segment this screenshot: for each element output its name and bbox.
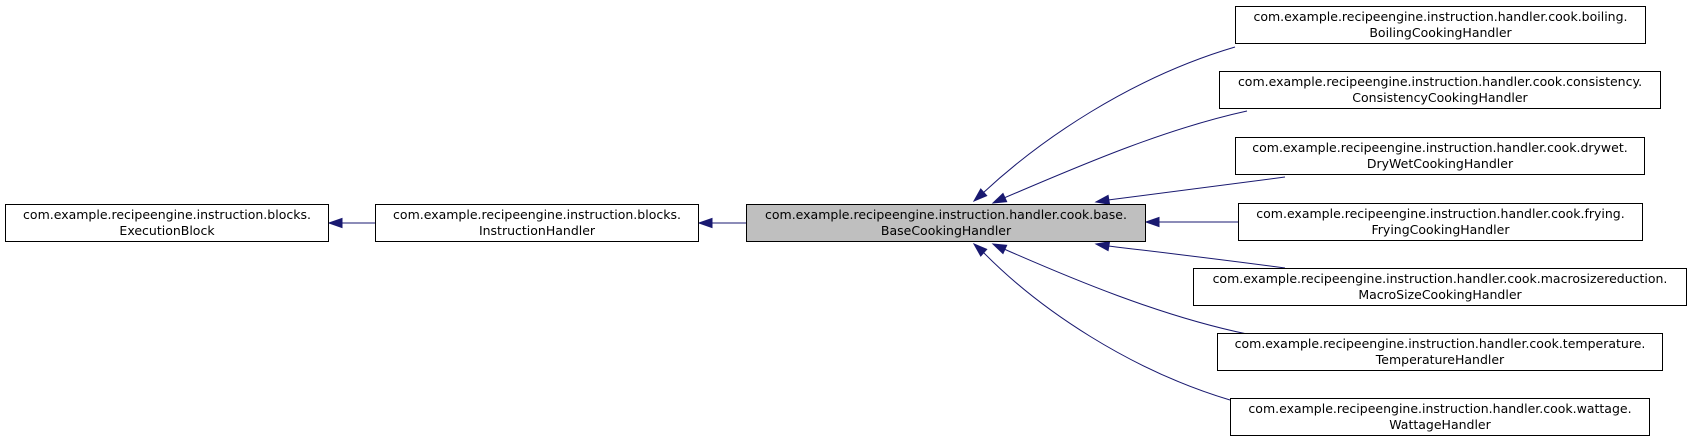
node-base-cooking-handler: com.example.recipeengine.instruction.han…: [746, 204, 1146, 242]
edge-arrowhead: [1094, 241, 1111, 252]
node-class-label: FryingCookingHandler: [1371, 222, 1510, 237]
edge-boiling-cooking-handler-to-base-cooking-handler: [972, 46, 1236, 203]
edge-arrowhead: [1144, 216, 1160, 228]
edge-macrosize-cooking-handler-to-base-cooking-handler: [1094, 241, 1286, 269]
edges: [327, 46, 1286, 401]
node-package-label: com.example.recipeengine.instruction.han…: [1237, 74, 1643, 89]
edge-arrowhead: [972, 242, 988, 257]
node-boiling-cooking-handler[interactable]: com.example.recipeengine.instruction.han…: [1235, 6, 1646, 44]
edge-arrowhead: [327, 217, 343, 229]
node-class-label: TemperatureHandler: [1375, 352, 1505, 367]
edge-line: [1003, 110, 1248, 199]
edge-arrowhead: [972, 188, 988, 203]
node-package-label: com.example.recipeengine.instruction.han…: [1256, 206, 1625, 221]
edge-arrowhead: [1094, 194, 1111, 205]
node-class-label: InstructionHandler: [478, 223, 596, 238]
node-consistency-cooking-handler[interactable]: com.example.recipeengine.instruction.han…: [1219, 71, 1661, 109]
edge-line: [1107, 176, 1286, 201]
node-package-label: com.example.recipeengine.instruction.blo…: [393, 207, 681, 222]
node-package-label: com.example.recipeengine.instruction.han…: [1253, 9, 1628, 24]
edge-instruction-handler-to-execution-block: [327, 217, 375, 229]
node-instruction-handler[interactable]: com.example.recipeengine.instruction.blo…: [375, 204, 699, 242]
edge-drywet-cooking-handler-to-base-cooking-handler: [1094, 176, 1286, 205]
node-package-label: com.example.recipeengine.instruction.han…: [1212, 271, 1668, 286]
node-class-label: BaseCookingHandler: [880, 223, 1012, 238]
node-wattage-handler[interactable]: com.example.recipeengine.instruction.han…: [1230, 398, 1650, 436]
node-package-label: com.example.recipeengine.instruction.han…: [1248, 401, 1632, 416]
edge-line: [982, 46, 1236, 194]
node-class-label: ExecutionBlock: [119, 223, 215, 238]
node-class-label: MacroSizeCookingHandler: [1358, 287, 1522, 302]
node-frying-cooking-handler[interactable]: com.example.recipeengine.instruction.han…: [1238, 203, 1643, 241]
node-class-label: DryWetCookingHandler: [1366, 156, 1514, 171]
edge-frying-cooking-handler-to-base-cooking-handler: [1144, 216, 1238, 228]
edge-consistency-cooking-handler-to-base-cooking-handler: [991, 110, 1248, 204]
node-class-label: BoilingCookingHandler: [1369, 25, 1512, 40]
node-temperature-handler[interactable]: com.example.recipeengine.instruction.han…: [1217, 333, 1663, 371]
node-package-label: com.example.recipeengine.instruction.han…: [765, 207, 1127, 222]
edge-base-cooking-handler-to-instruction-handler: [697, 217, 746, 229]
node-drywet-cooking-handler[interactable]: com.example.recipeengine.instruction.han…: [1235, 137, 1645, 175]
node-package-label: com.example.recipeengine.instruction.blo…: [23, 207, 311, 222]
node-package-label: com.example.recipeengine.instruction.han…: [1234, 336, 1646, 351]
edge-arrowhead: [991, 243, 1008, 255]
edge-arrowhead: [697, 217, 713, 229]
node-class-label: ConsistencyCookingHandler: [1352, 90, 1528, 105]
edge-line: [1107, 245, 1286, 269]
node-macrosize-cooking-handler[interactable]: com.example.recipeengine.instruction.han…: [1193, 268, 1687, 306]
node-class-label: WattageHandler: [1389, 417, 1491, 432]
edge-temperature-handler-to-base-cooking-handler: [991, 243, 1248, 335]
edge-line: [1003, 248, 1248, 335]
edge-arrowhead: [991, 192, 1008, 204]
edge-line: [982, 251, 1231, 401]
node-package-label: com.example.recipeengine.instruction.han…: [1252, 140, 1628, 155]
node-execution-block[interactable]: com.example.recipeengine.instruction.blo…: [5, 204, 329, 242]
edge-wattage-handler-to-base-cooking-handler: [972, 242, 1231, 401]
